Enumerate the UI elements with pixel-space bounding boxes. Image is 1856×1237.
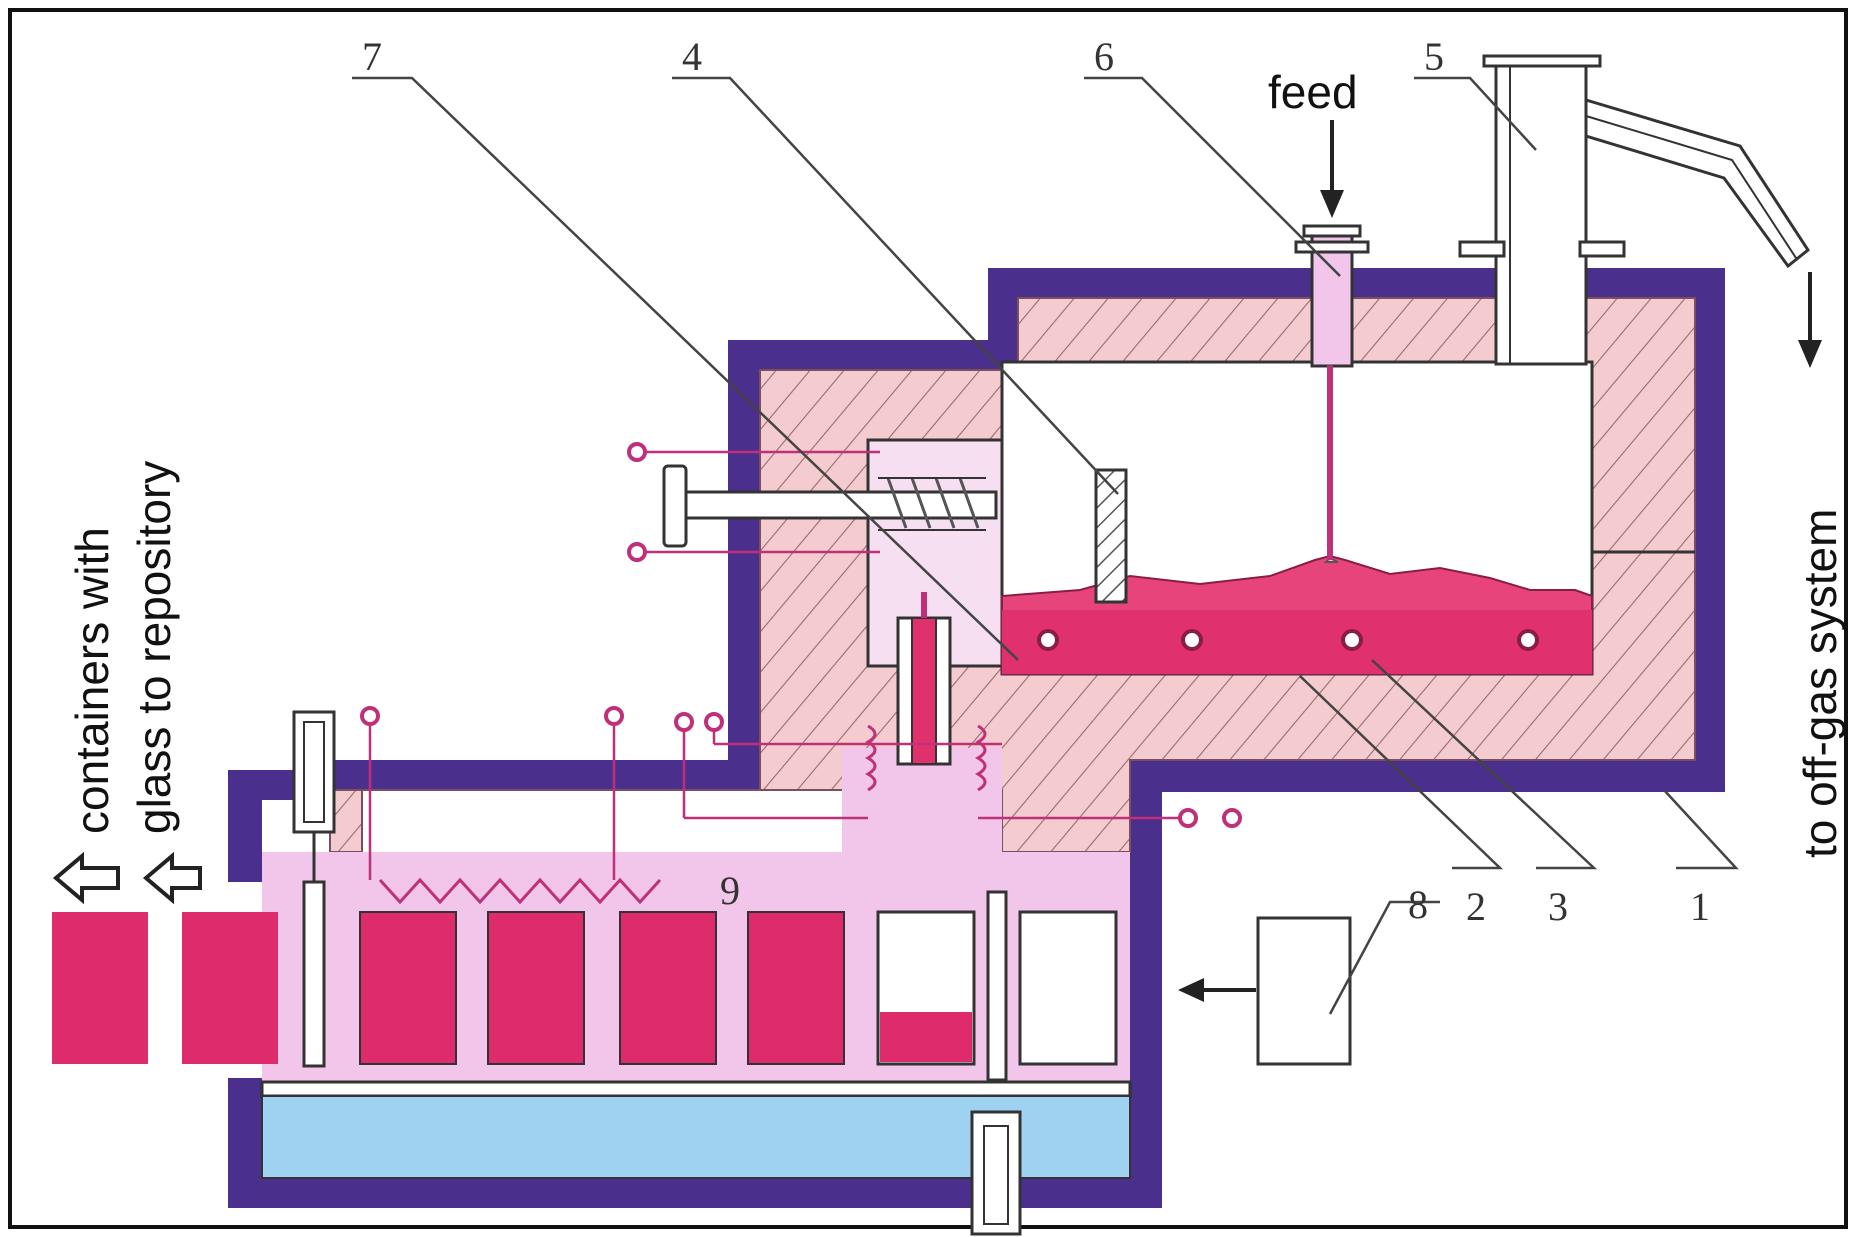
figure-border xyxy=(8,8,1848,1229)
heater-coil-icon xyxy=(864,724,987,792)
gate-mechanism xyxy=(292,710,336,1068)
container-empty xyxy=(1018,910,1118,1066)
feed-label: feed xyxy=(1268,66,1358,118)
containers-label-line1: containers with xyxy=(66,527,118,834)
hollow-arrow-icon xyxy=(52,851,202,905)
label-9: 9 xyxy=(720,868,740,913)
electrode-terminal-icon xyxy=(1181,629,1203,651)
steel-shell xyxy=(228,268,1725,1208)
feed-arrow-icon xyxy=(1320,120,1344,218)
label-4: 4 xyxy=(682,34,702,79)
pusher-rod xyxy=(970,890,1022,1236)
control-arrow-icon xyxy=(1178,978,1256,1002)
conveyor-rail xyxy=(260,1080,1132,1098)
label-6: 6 xyxy=(1094,34,1114,79)
control-unit xyxy=(1256,916,1352,1066)
drain-nozzle xyxy=(896,592,952,766)
label-5: 5 xyxy=(1424,34,1444,79)
label-7: 7 xyxy=(362,34,382,79)
containers-label-line2: glass to repository xyxy=(128,461,180,834)
containers xyxy=(52,910,1118,1066)
label-2: 2 xyxy=(1466,884,1486,929)
leader-lines xyxy=(352,76,1739,1015)
drain-plunger xyxy=(662,464,998,548)
chamber-heater-icon xyxy=(378,877,662,905)
off-gas-label: to off-gas system xyxy=(1794,509,1846,858)
terminal-icons xyxy=(360,442,1242,828)
feed-tube xyxy=(1294,224,1370,563)
label-8: 8 xyxy=(1408,882,1428,927)
electrode-terminal-icon xyxy=(1037,629,1059,651)
off-gas-arrow-icon xyxy=(1798,272,1822,368)
melt-baffle xyxy=(1094,468,1128,604)
container xyxy=(52,912,148,1064)
electrode-terminal-icon xyxy=(1517,629,1539,651)
electrode-terminal-icon xyxy=(1341,629,1363,651)
container xyxy=(182,912,278,1064)
container xyxy=(619,911,717,1065)
container xyxy=(359,911,457,1065)
container xyxy=(487,911,585,1065)
label-1: 1 xyxy=(1690,884,1710,929)
melt-electrodes xyxy=(1037,629,1539,651)
electrical-leads xyxy=(368,450,1182,880)
container xyxy=(747,911,845,1065)
label-3: 3 xyxy=(1548,884,1568,929)
off-gas-pipe xyxy=(1458,54,1811,366)
